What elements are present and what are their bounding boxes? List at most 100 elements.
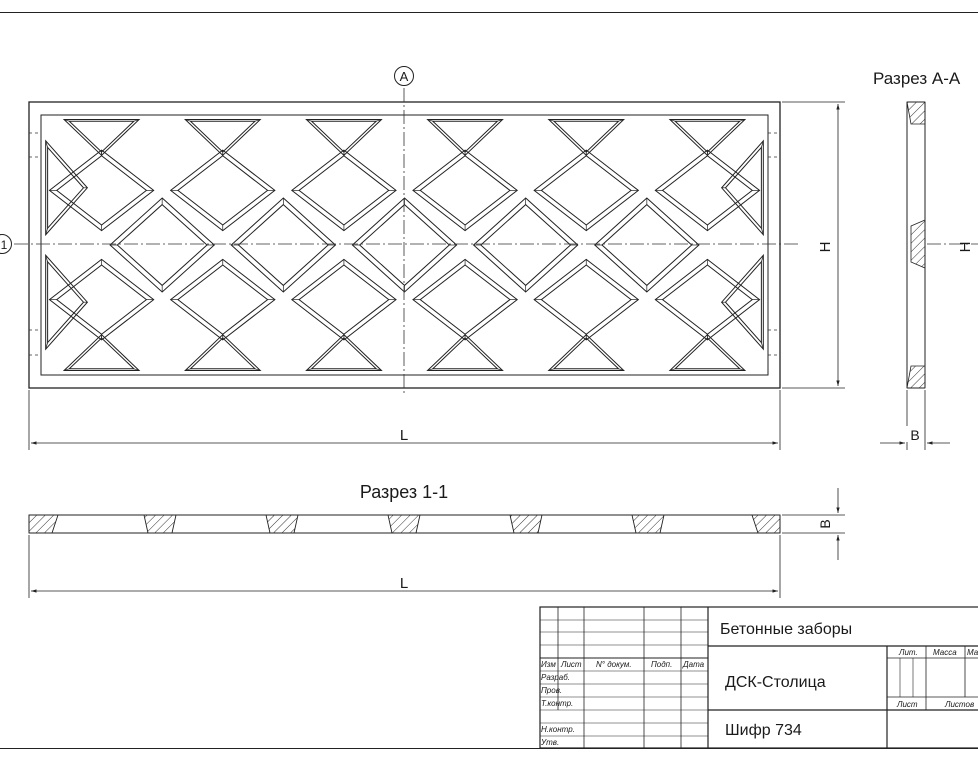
tb-drawing-title: Бетонные заборы (720, 621, 852, 638)
triangle-bevel (618, 368, 624, 371)
triangle-inner (724, 260, 762, 344)
triangle-inner (47, 260, 85, 344)
triangle-outer (183, 333, 262, 371)
triangle-bevel (306, 119, 312, 122)
section-cut (751, 514, 781, 534)
triangle-outer (45, 139, 89, 237)
section-marker-a: А (394, 66, 414, 86)
triangle-bevel (45, 140, 48, 148)
tb-header-sign: Подп. (651, 660, 672, 669)
triangle-inner (310, 120, 378, 153)
diamond-inner (480, 203, 572, 287)
front-height-dimension (782, 101, 845, 389)
triangle-bevel (45, 255, 48, 262)
diamond-inner (177, 155, 269, 226)
section-aa-height-label: H (957, 242, 974, 253)
triangle-bevel (761, 140, 764, 148)
triangle-bevel (548, 368, 555, 371)
triangle-inner (68, 120, 136, 153)
triangle-inner (431, 120, 499, 153)
section-aa-title: Разрез А-А (873, 69, 961, 88)
triangle-inner (673, 337, 741, 370)
tb-code: Шифр 734 (725, 722, 802, 739)
diamond-outer (290, 149, 397, 232)
diamond-inner (661, 155, 754, 226)
triangle-outer (305, 333, 383, 371)
triangle-inner (68, 337, 136, 370)
triangle-bevel (376, 368, 382, 371)
section-cut (265, 514, 299, 534)
section-11-title: Разрез 1-1 (360, 482, 448, 502)
diamond-inner (55, 155, 148, 226)
triangle-inner (724, 146, 762, 230)
sheet-frame (0, 12, 978, 749)
tb-sheet: Лист (896, 700, 918, 709)
diamond-outer (169, 258, 276, 341)
diamond-inner (661, 264, 754, 335)
section-aa-hatch (906, 101, 926, 389)
triangle-bevel (306, 368, 312, 371)
triangle-bevel (185, 368, 191, 371)
tb-role-prov: Пров. (541, 686, 562, 695)
triangle-inner (189, 120, 257, 153)
triangle-bevel (761, 228, 764, 235)
triangle-outer (668, 119, 747, 157)
triangle-outer (62, 333, 141, 371)
triangle-bevel (497, 368, 503, 371)
section-11-thickness-label: B (817, 519, 833, 528)
triangle-bevel (133, 119, 140, 122)
section-11-hatch (28, 514, 781, 534)
diamond-inner (298, 264, 390, 335)
front-view: А 1 H L (0, 66, 845, 450)
tb-header-date: Дата (682, 660, 705, 669)
tb-lit: Лит. (898, 648, 918, 657)
diamond-inner (298, 155, 390, 226)
section-cut (28, 514, 59, 534)
triangle-outer (305, 119, 383, 157)
tb-role-utv: Утв. (540, 738, 559, 747)
triangle-outer (720, 139, 764, 237)
triangle-bevel (254, 368, 261, 371)
section-cut (509, 514, 543, 534)
triangle-inner (673, 120, 741, 153)
diamond-inner (358, 203, 451, 287)
triangle-bevel (739, 119, 746, 122)
triangle-outer (547, 333, 626, 371)
triangle-bevel (669, 368, 676, 371)
diamond-inner (601, 203, 693, 287)
triangle-bevel (63, 119, 70, 122)
triangle-bevel (254, 119, 261, 122)
triangle-bevel (761, 255, 764, 262)
title-block: Изм Лист N° докум. Подп. Дата Разраб. Пр… (539, 606, 978, 749)
triangle-inner (431, 337, 499, 370)
triangle-bevel (427, 368, 433, 371)
diamond-outer (533, 258, 640, 341)
triangle-bevel (739, 368, 746, 371)
hidden-edge-marks (29, 132, 780, 356)
triangle-outer (62, 119, 141, 157)
tb-role-nkontr: Н.контр. (541, 725, 575, 734)
tb-role-tkontr: Т.контр. (541, 699, 573, 708)
section-marker-a-label: А (400, 69, 409, 84)
diamond-inner (419, 264, 511, 335)
triangle-inner (552, 120, 620, 153)
diamond-inner (237, 203, 329, 287)
triangle-outer (426, 119, 504, 157)
triangle-outer (668, 333, 747, 371)
tb-mass: Масса (933, 648, 957, 657)
triangle-outer (426, 333, 504, 371)
diamond-inner (55, 264, 148, 335)
section-cut (143, 514, 177, 534)
triangle-inner (189, 337, 257, 370)
section-cut (387, 514, 421, 534)
diamond-inner (540, 264, 632, 335)
front-length-label: L (400, 427, 408, 444)
triangle-bevel (63, 368, 70, 371)
section-marker-1-label: 1 (1, 238, 8, 252)
triangle-inner (310, 337, 378, 370)
triangle-bevel (45, 342, 48, 350)
front-length-dimension (28, 390, 781, 450)
triangle-bevel (548, 119, 555, 122)
triangle-bevel (669, 119, 676, 122)
